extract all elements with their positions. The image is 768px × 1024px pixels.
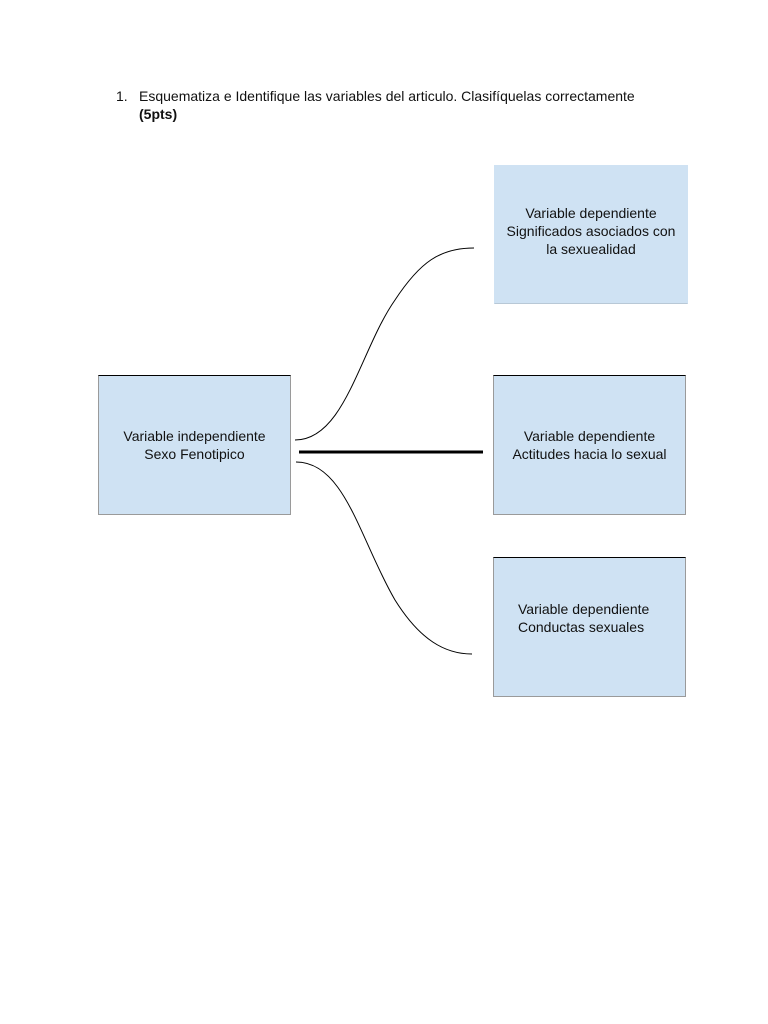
dependent-variable-box-3: Variable dependiente Conductas sexuales bbox=[493, 557, 686, 697]
question-number: 1. bbox=[116, 88, 128, 104]
question-text-block: Esquematiza e Identifique las variables … bbox=[139, 87, 699, 123]
dependent-variable-label-2: Variable dependiente Actitudes hacia lo … bbox=[512, 428, 667, 462]
question-text: Esquematiza e Identifique las variables … bbox=[139, 88, 635, 104]
dependent-variable-box-2: Variable dependiente Actitudes hacia lo … bbox=[493, 375, 686, 515]
independent-variable-label: Variable independiente Sexo Fenotipico bbox=[123, 428, 266, 462]
dependent-variable-label-1: Variable dependiente Significados asocia… bbox=[506, 204, 676, 257]
question-points: (5pts) bbox=[139, 106, 178, 122]
connector-to-dependent-1 bbox=[294, 247, 475, 441]
dependent-variable-label-3: Variable dependiente Conductas sexuales bbox=[518, 601, 650, 635]
independent-variable-box: Variable independiente Sexo Fenotipico bbox=[98, 375, 291, 515]
connector-to-dependent-3 bbox=[295, 461, 473, 655]
dependent-variable-box-1: Variable dependiente Significados asocia… bbox=[494, 165, 688, 304]
